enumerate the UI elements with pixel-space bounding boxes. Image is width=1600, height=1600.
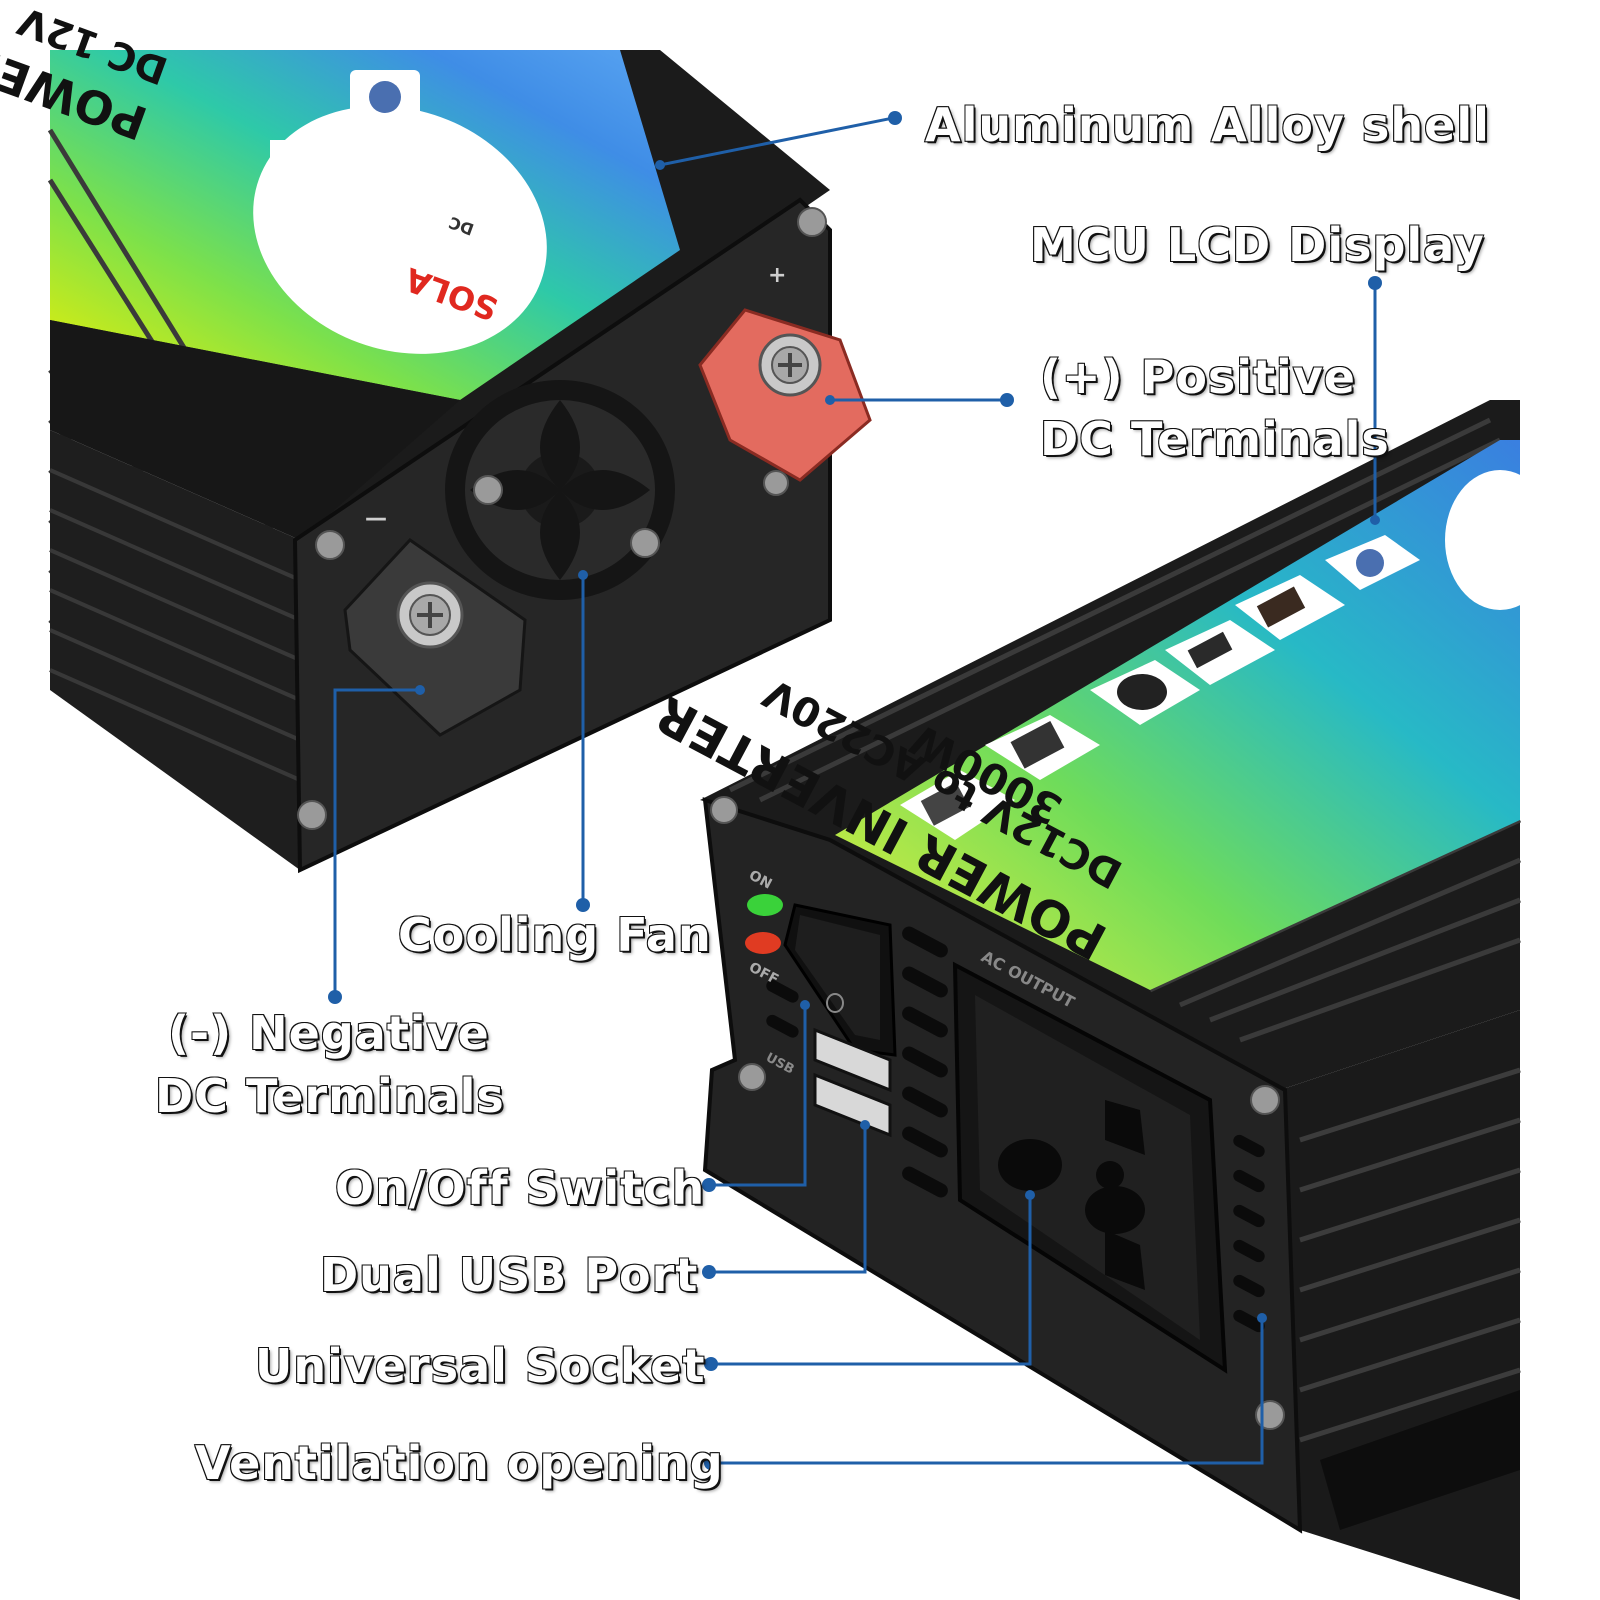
line-aluminum [659,116,894,167]
line-negative [333,688,420,995]
negative-mark: — [365,506,387,531]
line-socket [712,1195,1032,1366]
line-switch [710,1005,807,1187]
front-side-fins [1299,1067,1521,1443]
led-on-indicator [747,894,783,916]
positive-mark: + [768,263,786,288]
callout-lines [333,116,1377,1465]
callout-cooling-fan: Cooling Fan [397,908,712,962]
rear-cooling-fan [445,380,675,600]
rear-logo-block [270,140,450,260]
front-label-icons [900,535,1420,840]
front-label-logo [1445,470,1555,610]
callout-dots [328,111,1382,1470]
rear-side-fins [49,468,301,782]
rear-body-side [50,430,300,870]
rear-body-edge [50,320,460,540]
rear-screws [297,207,827,830]
front-body-side [1280,1010,1520,1600]
front-vents-left [766,926,948,1198]
rear-label-icon-dot [369,81,401,113]
line-vent [712,1318,1264,1465]
front-mounting-foot [1320,1390,1520,1530]
callout-mcu-lcd-display: MCU LCD Display [1029,218,1485,272]
callout-ventilation-opening: Ventilation opening [194,1436,724,1490]
negative-terminal [343,538,527,737]
callout-positive-line2: DC Terminals [1039,412,1390,466]
callout-dual-usb-port: Dual USB Port [319,1248,699,1302]
rear-inverter: POWER DC 12V SOLA DC [0,0,872,874]
callout-positive-line1: (+) Positive [1039,350,1357,404]
front-inverter: POWER INVERTER DC12V to AC220V 3000W [646,400,1555,1600]
callout-universal-socket: Universal Socket [254,1339,706,1393]
line-usb [710,1125,867,1274]
front-vents-right [1233,1134,1265,1333]
universal-socket[interactable] [952,961,1228,1374]
callout-on-off-switch: On/Off Switch [334,1161,706,1215]
callout-negative-line1: (-) Negative [167,1006,490,1060]
dual-usb-port[interactable] [813,1027,892,1138]
callout-negative-line2: DC Terminals [154,1069,505,1123]
led-off-indicator [745,932,781,954]
callout-aluminum-shell: Aluminum Alloy shell [924,98,1490,152]
positive-terminal [698,308,872,482]
